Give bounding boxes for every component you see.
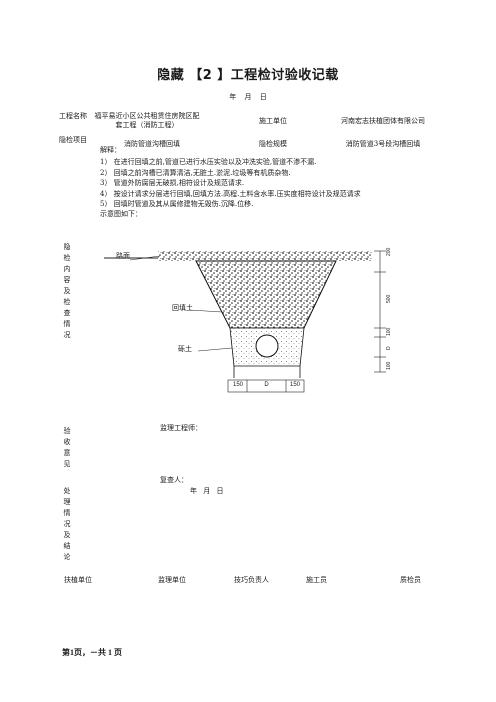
note-item: 1） 在进行回填之前,管道已进行水压实验以及冲洗实验,管道不渗不漏. (100, 158, 317, 166)
road-label: 路面 (116, 252, 130, 260)
inspection-scope-value: 消防管道3号段沟槽回填 (345, 140, 421, 148)
acceptance-side-label: 验收意见 (63, 427, 71, 468)
notes-intro: 解释： (100, 146, 121, 154)
backfill-zone (195, 260, 337, 329)
pipe (255, 334, 279, 358)
contractor-label: 施工单位 (259, 117, 287, 125)
handling-side-label: 处理情况及结论 (63, 487, 71, 561)
project-name-value: 福平易近小区公共租赁住房院区配套工程（消防工程） (94, 112, 200, 129)
road-pavement (158, 251, 372, 261)
inspection-scope-label: 隐检规模 (259, 140, 287, 148)
note-item: 5） 回填时管道及其从属修建物无毁伤.沉降.位移. (100, 200, 254, 208)
dim-right-4: D (386, 346, 392, 350)
dim-right-2: 500 (386, 294, 392, 303)
footer-role-quality-inspector: 质检员 (400, 576, 421, 584)
dim-right-3: 100 (386, 327, 392, 336)
page-number: 第1页，－共 1 页 (62, 648, 122, 657)
footer-role-developer: 扶植单位 (64, 576, 92, 584)
inspection-item-label: 隐检项目 (59, 136, 87, 144)
footer-role-supervisor: 监理单位 (158, 576, 186, 584)
content-side-label: 隐检内容及检查情况 (63, 243, 71, 339)
dim-bottom-1: 150 (232, 382, 243, 388)
handling-date: 年 月 日 (190, 487, 224, 495)
document-title: 隐藏 【2 】工程检讨验收记载 (157, 68, 339, 83)
supervisor-label: 监理工程师： (160, 424, 202, 432)
footer-role-tech-lead: 技巧负责人 (234, 576, 269, 584)
dim-bottom-2: D (264, 382, 269, 388)
dim-right-5: 100 (386, 361, 392, 370)
notes-list: 1） 在进行回填之前,管道已进行水压实验以及冲洗实验,管道不渗不漏. 2） 回填… (100, 157, 361, 210)
bottom-dimension-box (227, 379, 305, 393)
backfill-label: 回填土 (172, 304, 193, 312)
project-name-label: 工程名称 (59, 112, 87, 120)
diagram-caption: 示意图如下： (100, 210, 142, 218)
note-item: 2） 回填之前沟槽已清算清洁,无脏土.淤泥.垃圾等有机质杂物. (100, 168, 291, 177)
note-item: 3） 管道外防腐层无破损,相符设计及规范请求. (100, 179, 245, 187)
sand-label: 砾土 (178, 345, 192, 353)
dim-bottom-3: 150 (289, 382, 300, 388)
reviewer-label: 复查人： (160, 476, 188, 484)
contractor-value: 河南宏志扶植团体有限公司 (341, 117, 425, 125)
dim-right-1: 200 (386, 247, 392, 256)
document-date: 年 月 日 (229, 93, 267, 101)
note-item: 4） 按设计请求分层进行回填,回填方法.高程.土料含水率.压实度相符设计及规范请… (100, 189, 361, 198)
inspection-item-value: 消防管道沟槽回填 (124, 140, 180, 148)
footer-role-constructor: 施工员 (306, 576, 327, 584)
